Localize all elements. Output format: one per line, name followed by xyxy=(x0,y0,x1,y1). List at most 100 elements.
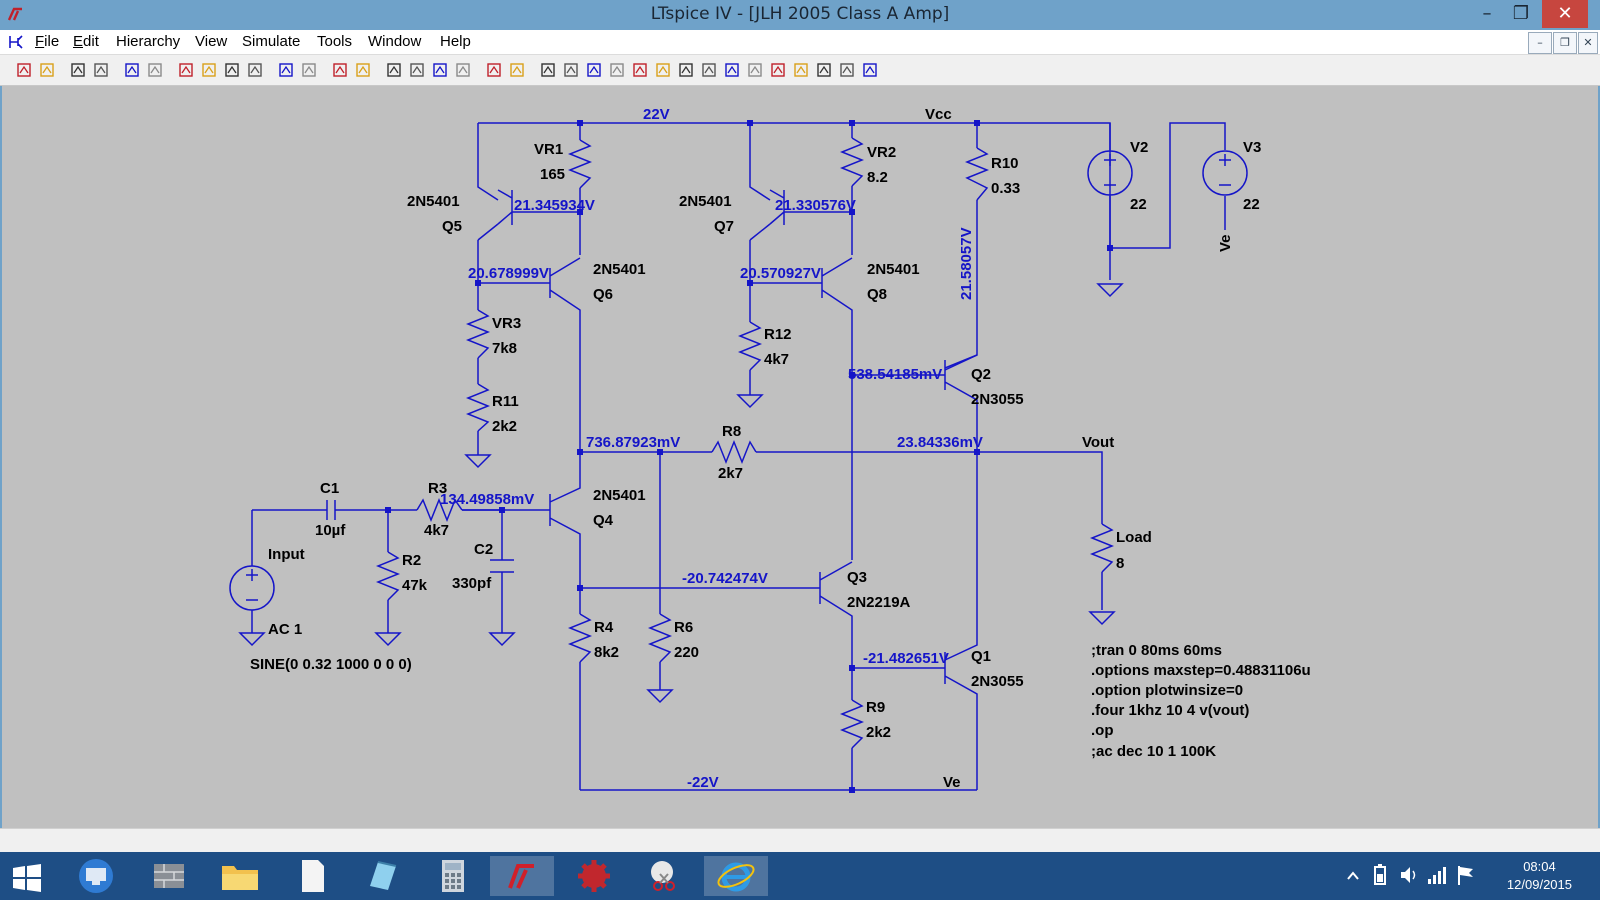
internet-explorer-icon[interactable] xyxy=(704,856,768,896)
menu-tools[interactable]: Tools xyxy=(317,33,353,50)
windows-start-icon[interactable] xyxy=(12,864,42,892)
snipping-tool-icon[interactable] xyxy=(632,856,696,896)
load-value: 8 xyxy=(1116,555,1124,572)
mdi-minimize-button[interactable]: – xyxy=(1528,32,1552,54)
new-schematic-icon[interactable] xyxy=(16,62,32,78)
close-all-icon[interactable] xyxy=(355,62,371,78)
drag-icon[interactable] xyxy=(747,62,763,78)
r6-resistor xyxy=(647,613,673,663)
close-button[interactable]: ✕ xyxy=(1542,0,1588,28)
net-label-ve: Ve xyxy=(943,774,961,791)
input-name: Input xyxy=(268,546,305,563)
component-icon[interactable] xyxy=(701,62,717,78)
schematic-canvas[interactable]: 22V Vcc Vout -22V Ve Ve VR1 165 VR2 8.2 … xyxy=(2,86,1598,828)
menu-edit[interactable]: Edit xyxy=(73,33,99,50)
menu-hierarchy[interactable]: Hierarchy xyxy=(116,33,181,50)
directive-line[interactable]: .four 1khz 10 4 v(vout) xyxy=(1091,702,1249,719)
directive-line[interactable]: .option plotwinsize=0 xyxy=(1091,682,1243,699)
undo-icon[interactable] xyxy=(770,62,786,78)
remote-desktop-icon[interactable] xyxy=(64,856,128,896)
action-center-flag-icon[interactable] xyxy=(1456,864,1476,886)
blank-document-icon[interactable] xyxy=(280,856,344,896)
schematic-svg[interactable]: 22V Vcc Vout -22V Ve Ve VR1 165 VR2 8.2 … xyxy=(2,86,1598,828)
maximize-button[interactable]: ❐ xyxy=(1512,3,1530,24)
spice-directive-icon[interactable] xyxy=(862,62,878,78)
file-explorer-icon[interactable] xyxy=(208,856,272,896)
c2-value: 330pf xyxy=(452,575,492,592)
text-icon[interactable] xyxy=(839,62,855,78)
spice-directives[interactable]: ;tran 0 80ms 60ms .options maxstep=0.488… xyxy=(1091,642,1311,760)
paste-icon[interactable] xyxy=(432,62,448,78)
cut-icon[interactable] xyxy=(386,62,402,78)
vr3-resistor xyxy=(465,309,491,359)
firewall-icon[interactable] xyxy=(136,856,200,896)
ltspice-taskbar-icon[interactable] xyxy=(490,856,554,896)
menu-simulate[interactable]: Simulate xyxy=(242,33,301,50)
net-label-vout: Vout xyxy=(1082,434,1114,451)
control-panel-icon[interactable] xyxy=(93,62,109,78)
minimize-button[interactable]: – xyxy=(1482,3,1492,24)
redo-icon[interactable] xyxy=(793,62,809,78)
schematic-doc-icon[interactable] xyxy=(6,32,26,52)
tile-icon[interactable] xyxy=(301,62,317,78)
wire-icon[interactable] xyxy=(540,62,556,78)
network-signal-icon[interactable] xyxy=(1426,864,1448,886)
zoom-cancel-icon[interactable] xyxy=(247,62,263,78)
inductor-icon[interactable] xyxy=(655,62,671,78)
volume-icon[interactable] xyxy=(1398,864,1420,886)
open-icon[interactable] xyxy=(39,62,55,78)
v3-value: 22 xyxy=(1243,196,1260,213)
capacitor-icon[interactable] xyxy=(632,62,648,78)
ground-icon[interactable] xyxy=(563,62,579,78)
label-icon[interactable] xyxy=(586,62,602,78)
q3-name: Q3 xyxy=(847,569,867,586)
v2-name: V2 xyxy=(1130,139,1148,156)
show-hidden-icons-icon[interactable] xyxy=(1345,868,1361,884)
cascade-icon[interactable] xyxy=(332,62,348,78)
q5-model: 2N5401 xyxy=(407,193,460,210)
q7-model: 2N5401 xyxy=(679,193,732,210)
gear-app-icon[interactable] xyxy=(562,856,626,896)
r2-value: 47k xyxy=(402,577,428,594)
clock-time: 08:04 xyxy=(1523,859,1556,874)
mdi-close-button[interactable]: ✕ xyxy=(1578,32,1598,54)
find-icon[interactable] xyxy=(455,62,471,78)
load-resistor xyxy=(1089,523,1115,573)
c1-capacitor xyxy=(326,500,336,520)
battery-icon[interactable] xyxy=(1370,864,1390,886)
autorange-icon[interactable] xyxy=(278,62,294,78)
r11-resistor xyxy=(465,383,491,432)
system-clock[interactable]: 08:04 12/09/2015 xyxy=(1507,858,1572,894)
menu-help[interactable]: Help xyxy=(440,33,471,50)
menu-file[interactable]: File xyxy=(35,33,60,50)
zoom-in-icon[interactable] xyxy=(178,62,194,78)
ltspice-logo-icon[interactable] xyxy=(6,5,26,25)
r6-value: 220 xyxy=(674,644,699,661)
copy-icon[interactable] xyxy=(409,62,425,78)
voltage-q7: 21.330576V xyxy=(775,197,856,214)
directive-line[interactable]: ;tran 0 80ms 60ms xyxy=(1091,642,1222,659)
print-icon[interactable] xyxy=(509,62,525,78)
resistor-icon[interactable] xyxy=(609,62,625,78)
run-icon[interactable] xyxy=(124,62,140,78)
zoom-out-icon[interactable] xyxy=(201,62,217,78)
r11-value: 2k2 xyxy=(492,418,517,435)
notepad-icon[interactable] xyxy=(350,856,414,896)
r10-name: R10 xyxy=(991,155,1019,172)
mdi-restore-button[interactable]: ❐ xyxy=(1553,32,1577,54)
halt-icon[interactable] xyxy=(147,62,163,78)
diode-icon[interactable] xyxy=(678,62,694,78)
rotate-icon[interactable] xyxy=(816,62,832,78)
menu-view[interactable]: View xyxy=(195,33,228,50)
menu-window[interactable]: Window xyxy=(368,33,422,50)
directive-line[interactable]: .options maxstep=0.48831106u xyxy=(1091,662,1311,679)
print-preview-icon[interactable] xyxy=(486,62,502,78)
directive-line[interactable]: .op xyxy=(1091,722,1114,739)
directive-line[interactable]: ;ac dec 10 1 100K xyxy=(1091,743,1216,760)
c1-name: C1 xyxy=(320,480,339,497)
calculator-icon[interactable] xyxy=(420,856,484,896)
voltage-q6-base: 20.678999V xyxy=(468,265,549,282)
save-icon[interactable] xyxy=(70,62,86,78)
zoom-full-icon[interactable] xyxy=(224,62,240,78)
move-icon[interactable] xyxy=(724,62,740,78)
